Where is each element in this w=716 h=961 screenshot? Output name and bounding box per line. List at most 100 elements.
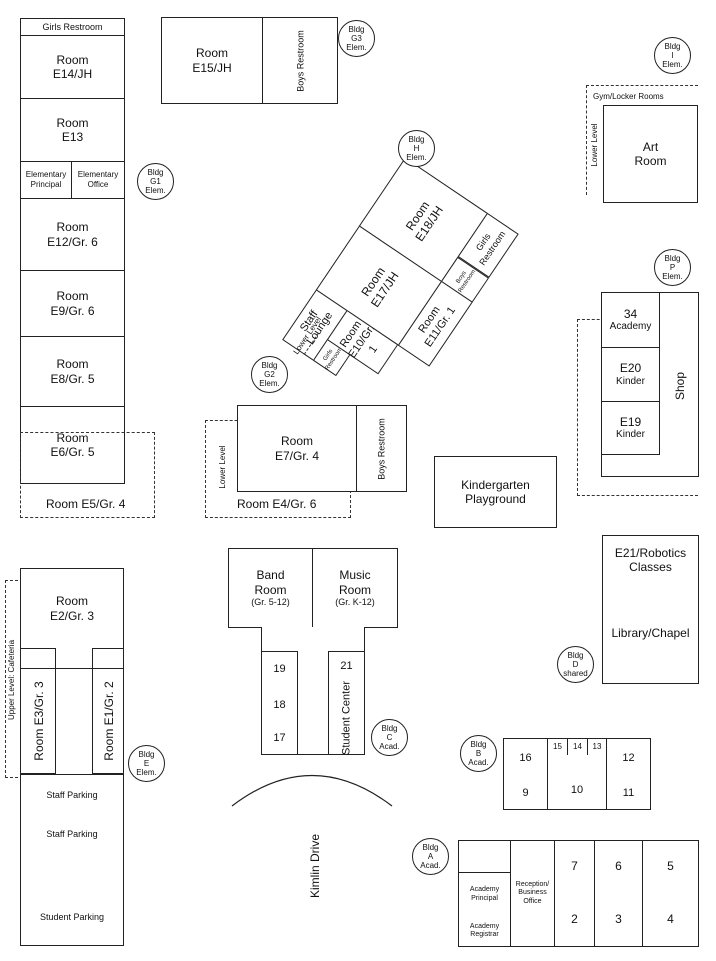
bldg-d-marker[interactable]: Bldg D shared bbox=[557, 646, 594, 683]
room-21-label: 21 bbox=[340, 660, 353, 673]
academy-registrar[interactable]: Academy Registrar bbox=[458, 916, 511, 947]
art-room[interactable]: Art Room bbox=[603, 105, 698, 203]
elementary-principal[interactable]: Elementary Principal bbox=[20, 162, 72, 199]
bldg-b-line2: B bbox=[475, 748, 482, 758]
kindergarten-playground[interactable]: Kindergarten Playground bbox=[434, 456, 557, 528]
room-e15-line2: E15/JH bbox=[192, 60, 232, 75]
room-e21-robotics[interactable]: E21/Robotics Classes bbox=[602, 535, 699, 585]
room-11[interactable]: 11 bbox=[606, 779, 651, 810]
bldg-c-line1: Bldg bbox=[381, 723, 398, 733]
academy-principal[interactable]: Academy Principal bbox=[458, 872, 511, 917]
library-chapel[interactable]: Library/Chapel bbox=[602, 584, 699, 684]
room-e6[interactable]: Room E6/Gr. 5 bbox=[20, 407, 125, 484]
room-e5-outline bbox=[20, 432, 155, 518]
band-room-line3: (Gr. 5-12) bbox=[251, 596, 290, 607]
bldg-e-marker[interactable]: Bldg E Elem. bbox=[128, 745, 165, 782]
room-16-label: 16 bbox=[519, 752, 532, 765]
boys-restroom-north-label: Boys Restroom bbox=[295, 30, 306, 92]
room-9[interactable]: 9 bbox=[503, 779, 548, 810]
room-4[interactable]: 4 bbox=[642, 892, 699, 947]
staff-parking-1[interactable]: Staff Parking bbox=[20, 774, 124, 817]
room-5[interactable]: 5 bbox=[642, 840, 699, 893]
room-e12[interactable]: Room E12/Gr. 6 bbox=[20, 199, 125, 271]
elementary-office[interactable]: Elementary Office bbox=[71, 162, 125, 199]
room-15[interactable]: 15 bbox=[547, 738, 568, 756]
room-e20[interactable]: E20 Kinder bbox=[601, 347, 660, 402]
student-parking[interactable]: Student Parking bbox=[20, 890, 124, 946]
bldg-i-marker[interactable]: Bldg I Elem. bbox=[654, 37, 691, 74]
room-e8-line1: Room bbox=[56, 357, 89, 372]
room-e13[interactable]: Room E13 bbox=[20, 99, 125, 162]
room-e1[interactable]: Room E1/Gr. 2 bbox=[92, 648, 124, 774]
bldg-h-marker[interactable]: Bldg H Elem. bbox=[398, 130, 435, 167]
room-19-label: 19 bbox=[273, 662, 286, 675]
bldg-g2-marker[interactable]: Bldg G2 Elem. bbox=[251, 356, 288, 393]
room-18-label: 18 bbox=[273, 698, 286, 711]
room-e19[interactable]: E19 Kinder bbox=[601, 401, 660, 455]
room-21[interactable]: 21 bbox=[328, 651, 365, 683]
room-e1-label: Room E1/Gr. 2 bbox=[101, 681, 116, 761]
room-17-label: 17 bbox=[273, 732, 286, 745]
student-center[interactable]: Student Center bbox=[328, 681, 365, 755]
bldg-i-line3: Elem. bbox=[662, 60, 683, 70]
bldg-a-line2: A bbox=[427, 851, 434, 861]
room-19[interactable]: 19 bbox=[261, 651, 298, 688]
room-e19-line2: Kinder bbox=[616, 429, 645, 441]
student-center-label: Student Center bbox=[340, 681, 353, 755]
staff-parking-1-label: Staff Parking bbox=[46, 790, 98, 801]
bldg-g3-line1: Bldg bbox=[348, 24, 365, 34]
bldg-g3-marker[interactable]: Bldg G3 Elem. bbox=[338, 20, 375, 57]
music-room[interactable]: Music Room (Gr. K-12) bbox=[312, 548, 398, 628]
room-6[interactable]: 6 bbox=[594, 840, 643, 893]
elementary-principal-line1: Elementary bbox=[25, 170, 67, 180]
bldg-b-line1: Bldg bbox=[470, 739, 487, 749]
room-18[interactable]: 18 bbox=[261, 687, 298, 725]
girls-restroom-west[interactable]: Girls Restroom bbox=[20, 18, 125, 36]
room-e7-line2: E7/Gr. 4 bbox=[274, 448, 320, 463]
room-e14[interactable]: Room E14/JH bbox=[20, 36, 125, 99]
band-room-line1: Band bbox=[256, 568, 285, 583]
bldg-i-line1: Bldg bbox=[664, 41, 681, 51]
room-7[interactable]: 7 bbox=[554, 840, 595, 893]
bldg-e-line2: E bbox=[143, 758, 150, 768]
elementary-office-line2: Office bbox=[87, 180, 109, 189]
bldg-b-marker[interactable]: Bldg B Acad. bbox=[460, 735, 497, 772]
room-e5-label[interactable]: Room E5/Gr. 4 bbox=[46, 497, 126, 511]
room-e15[interactable]: Room E15/JH bbox=[161, 17, 263, 104]
room-5-label: 5 bbox=[667, 859, 674, 874]
room-12[interactable]: 12 bbox=[606, 738, 651, 780]
staff-parking-2[interactable]: Staff Parking bbox=[20, 816, 124, 854]
band-room[interactable]: Band Room (Gr. 5-12) bbox=[228, 548, 313, 628]
room-e4-label[interactable]: Room E4/Gr. 6 bbox=[237, 497, 317, 511]
cafeteria-outline bbox=[5, 580, 23, 778]
room-e20-line2: Kinder bbox=[616, 375, 645, 387]
bldg-g1-marker[interactable]: Bldg G1 Elem. bbox=[137, 163, 174, 200]
room-e8[interactable]: Room E8/Gr. 5 bbox=[20, 337, 125, 407]
academy-registrar-line1: Academy bbox=[469, 922, 500, 930]
room-e3-label: Room E3/Gr. 3 bbox=[31, 681, 46, 761]
reception-business-office[interactable]: Reception/ Business Office bbox=[510, 840, 555, 947]
boys-restroom-north[interactable]: Boys Restroom bbox=[262, 17, 338, 104]
bldg-e-line3: Elem. bbox=[136, 768, 157, 778]
bldg-p-marker[interactable]: Bldg P Elem. bbox=[654, 249, 691, 286]
bldg-e-line1: Bldg bbox=[138, 749, 155, 759]
room-e3[interactable]: Room E3/Gr. 3 bbox=[20, 648, 56, 774]
hall-divider bbox=[55, 648, 93, 774]
room-e2[interactable]: Room E2/Gr. 3 bbox=[20, 568, 124, 649]
bldg-c-marker[interactable]: Bldg C Acad. bbox=[371, 719, 408, 756]
boys-restroom-center[interactable]: Boys Restroom bbox=[356, 405, 407, 492]
room-10[interactable]: 10 bbox=[547, 755, 607, 810]
room-e7[interactable]: Room E7/Gr. 4 bbox=[237, 405, 357, 492]
room-17[interactable]: 17 bbox=[261, 724, 298, 755]
room-16[interactable]: 16 bbox=[503, 738, 548, 780]
bldg-d-line1: Bldg bbox=[567, 650, 584, 660]
bldg-i-line2: I bbox=[671, 50, 674, 60]
bldg-a-marker[interactable]: Bldg A Acad. bbox=[412, 838, 449, 875]
room-14[interactable]: 14 bbox=[567, 738, 588, 756]
room-2[interactable]: 2 bbox=[554, 892, 595, 947]
room-e9[interactable]: Room E9/Gr. 6 bbox=[20, 271, 125, 337]
room-13[interactable]: 13 bbox=[587, 738, 607, 756]
room-34[interactable]: 34 Academy bbox=[601, 292, 660, 348]
academy-registrar-line2: Registrar bbox=[470, 931, 499, 938]
room-3[interactable]: 3 bbox=[594, 892, 643, 947]
